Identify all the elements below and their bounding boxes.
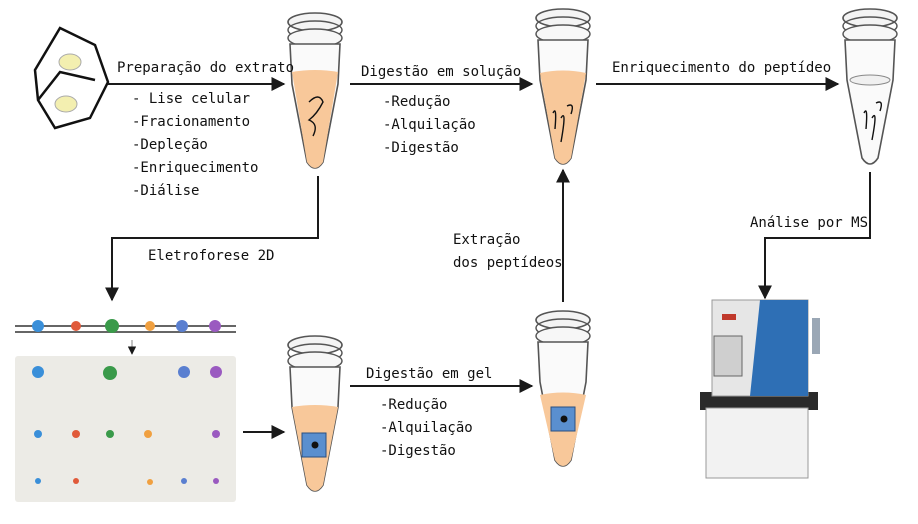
tube-solution-digest	[535, 8, 591, 165]
extract-item: -Depleção	[132, 137, 208, 153]
solution-digest-items: -Redução -Alquilação -Digestão	[383, 91, 476, 160]
tube-extract	[287, 12, 343, 169]
gel-digest-item: -Alquilação	[380, 420, 473, 436]
solution-digest-title: Digestão em solução	[361, 64, 522, 80]
extract-item: -Fracionamento	[132, 114, 251, 130]
arrow-enrichment-to-ms	[758, 172, 871, 300]
extraction-label: Extração dos peptídeos	[453, 229, 563, 275]
tube-gel-extraction	[535, 310, 591, 467]
cell-illustration	[33, 26, 110, 130]
arrow-extract-to-electrophoresis	[105, 176, 319, 302]
extract-item: -Enriquecimento	[132, 160, 259, 176]
extract-title: Preparação do extrato	[117, 60, 295, 76]
gel-digest-item: -Redução	[380, 397, 448, 413]
electrophoresis-title: Eletroforese 2D	[148, 248, 275, 264]
extraction-line1: Extração	[453, 232, 521, 248]
gel-digest-item: -Digestão	[380, 443, 456, 459]
gel-digest-title: Digestão em gel	[366, 366, 493, 382]
solution-digest-item: -Digestão	[383, 140, 459, 156]
gel-digest-items: -Redução -Alquilação -Digestão	[380, 394, 473, 463]
gel-2d	[15, 319, 236, 502]
extract-item: - Lise celular	[132, 91, 251, 107]
extract-items: - Lise celular -Fracionamento -Depleção …	[132, 88, 258, 203]
extraction-line2: dos peptídeos	[453, 255, 563, 271]
extract-item: -Diálise	[132, 183, 200, 199]
solution-digest-item: -Alquilação	[383, 117, 476, 133]
ms-title: Análise por MS	[750, 215, 869, 231]
tube-enrichment	[842, 8, 898, 165]
solution-digest-item: -Redução	[383, 94, 451, 110]
enrichment-title: Enriquecimento do peptídeo	[612, 60, 832, 76]
mass-spectrometer	[700, 299, 820, 479]
arrows	[105, 77, 871, 439]
tube-gel	[287, 335, 343, 492]
